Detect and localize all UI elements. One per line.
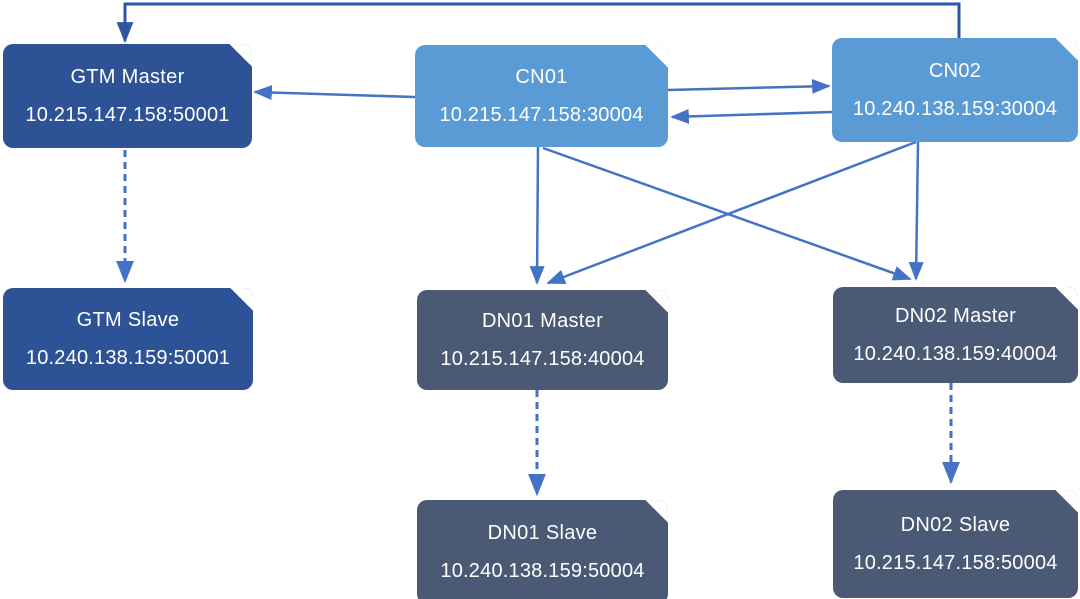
- edge-cn02-to-gtm-master: [116, 2, 961, 44]
- edge-cn02-to-cn01: [670, 108, 833, 124]
- node-title: CN01: [515, 65, 568, 88]
- node-cn01: CN01 10.215.147.158:30004: [415, 45, 668, 147]
- node-title: DN02 Master: [894, 304, 1017, 327]
- edge-cn02-to-dn01-master: [546, 140, 917, 285]
- node-dn02-master: DN02 Master 10.240.138.159:40004: [833, 287, 1078, 383]
- node-dn01-master: DN01 Master 10.215.147.158:40004: [417, 290, 668, 390]
- node-title: CN02: [928, 59, 982, 82]
- node-title: GTM Slave: [76, 308, 180, 331]
- node-address: 10.215.147.158:50001: [25, 103, 230, 126]
- node-address: 10.215.147.158:30004: [439, 103, 644, 126]
- edge-cn02-to-dn02-master: [908, 141, 924, 281]
- node-cn02: CN02 10.240.138.159:30004: [832, 38, 1078, 142]
- node-address: 10.240.138.159:50001: [25, 346, 231, 369]
- edge-cn01-to-gtm-master: [253, 85, 416, 101]
- node-address: 10.240.138.159:40004: [853, 342, 1058, 365]
- node-address: 10.215.147.158:50004: [853, 551, 1058, 574]
- node-dn02-slave: DN02 Slave 10.215.147.158:50004: [833, 490, 1078, 598]
- node-gtm-master: GTM Master 10.215.147.158:50001: [3, 44, 252, 148]
- node-title: DN02 Slave: [900, 513, 1011, 536]
- edge-cn01-to-cn02: [667, 78, 831, 94]
- node-address: 10.215.147.158:40004: [440, 347, 645, 370]
- node-address: 10.240.138.159:30004: [852, 97, 1058, 120]
- node-title: DN01 Master: [481, 309, 604, 332]
- node-gtm-slave: GTM Slave 10.240.138.159:50001: [3, 288, 253, 390]
- node-dn01-slave: DN01 Slave 10.240.138.159:50004: [417, 500, 668, 599]
- node-title: DN01 Slave: [487, 521, 598, 544]
- node-address: 10.240.138.159:50004: [440, 559, 645, 582]
- node-title: GTM Master: [70, 65, 185, 88]
- edge-cn01-to-dn01-master: [529, 146, 545, 285]
